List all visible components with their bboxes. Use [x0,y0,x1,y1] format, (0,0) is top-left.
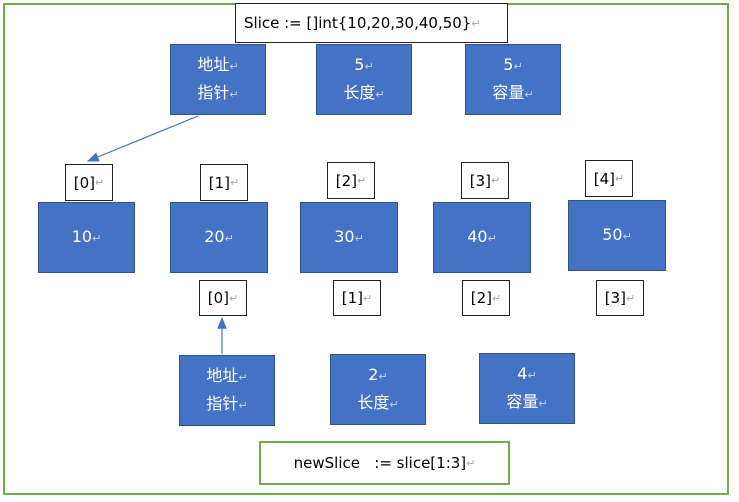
slice-declaration: Slice := []int{10,20,30,40,50}↵ [235,3,508,43]
array-index-label: [3]↵ [461,162,509,199]
new-slice-index-label: [2]↵ [462,280,510,316]
array-index-label: [0]↵ [65,164,113,201]
array-element-box: 20↵ [170,202,268,273]
new-slice-declaration-text: newSlice := slice[1:3] [293,454,467,472]
array-element-box: 50↵ [568,200,666,271]
pointer-label-line1: 地址 [197,54,230,74]
length-label: 长度 [343,82,376,102]
new-slice-index-label: [3]↵ [596,280,644,316]
array-index-label: [2]↵ [327,162,375,199]
array-element-box: 40↵ [433,202,531,273]
array-element-box: 30↵ [300,202,398,273]
paragraph-mark: ↵ [229,87,239,101]
new-slice-index-label: [1]↵ [333,280,381,316]
pointer-arrow-to-index-0 [86,115,199,162]
new-slice-capacity-box: 4↵ 容量↵ [479,353,575,424]
capacity-value: 5 [503,54,514,74]
array-index-label: [4]↵ [585,160,633,197]
paragraph-mark: ↵ [524,87,534,101]
slice-pointer-box: 地址↵ 指针↵ [170,44,266,115]
capacity-label: 容量 [492,82,525,102]
array-element-box: 10↵ [38,202,135,273]
paragraph-mark: ↵ [364,59,374,73]
length-value: 5 [354,54,365,74]
new-slice-length-box: 2↵ 长度↵ [330,354,426,425]
slice-capacity-box: 5↵ 容量↵ [465,44,561,115]
paragraph-mark: ↵ [375,87,385,101]
pointer-label-line2: 指针 [197,82,230,102]
paragraph-mark: ↵ [471,16,481,30]
new-slice-index-label: [0]↵ [199,280,247,316]
slice-length-box: 5↵ 长度↵ [316,44,412,115]
paragraph-mark: ↵ [229,59,239,73]
array-index-label: [1]↵ [200,164,248,201]
paragraph-mark: ↵ [513,59,523,73]
new-slice-pointer-box: 地址↵ 指针↵ [179,355,275,426]
slice-declaration-text: Slice := []int{10,20,30,40,50} [244,14,472,32]
new-slice-declaration: newSlice := slice[1:3]↵ [259,441,510,485]
